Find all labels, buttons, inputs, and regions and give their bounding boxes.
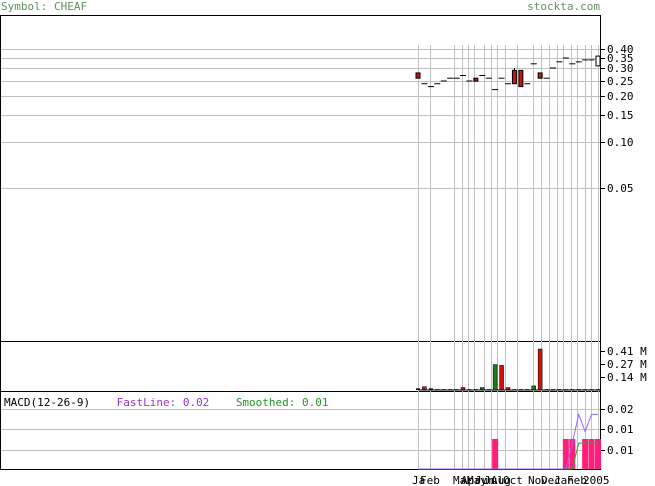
x-axis-label: 2005 <box>583 474 610 486</box>
candle-body <box>415 72 421 79</box>
symbol-label: Symbol: CHEAF <box>1 0 88 13</box>
macd-legend-smoothed: Smoothed: 0.01 <box>235 396 329 409</box>
macd-legend-fast: FastLine: 0.02 <box>116 396 210 409</box>
macd-axis: 0.02 0.01 0.01 <box>600 403 634 457</box>
volume-tick-label: 0.27 M <box>607 358 647 371</box>
volume-bar <box>531 385 536 391</box>
volume-bar <box>492 364 498 391</box>
macd-panel-frame <box>0 391 601 470</box>
price-tick-label: 0.05 <box>607 182 634 195</box>
price-tick-label: 0.20 <box>607 90 634 103</box>
macd-fast-line <box>418 412 598 470</box>
candle-body <box>595 55 601 67</box>
grid-lines <box>1 45 600 469</box>
x-axis-label: Nov <box>528 474 548 486</box>
x-axis-label: Apr <box>461 474 481 486</box>
macd-legend-title: MACD(12-26-9) <box>4 396 91 409</box>
volume-tick-label: 0.41 M <box>607 345 647 358</box>
macd-line-series <box>418 412 598 470</box>
volume-bar <box>428 388 433 390</box>
price-tick-label: 0.40 <box>607 43 634 56</box>
candlestick-series <box>415 55 601 91</box>
macd-histogram-bar <box>569 439 576 469</box>
macd-histogram-series <box>492 439 601 469</box>
x-axis-label: Oct <box>503 474 523 486</box>
x-axis-label: May <box>467 474 487 486</box>
price-tick-label: 0.25 <box>607 75 634 88</box>
volume-series <box>416 348 600 391</box>
candle-body <box>537 72 543 79</box>
macd-tick-label: 0.01 <box>607 423 634 436</box>
macd-histogram-bar <box>588 439 595 469</box>
macd-tick-label: 0.02 <box>607 403 634 416</box>
x-axis-label: Feb <box>567 474 587 486</box>
volume-bar <box>416 388 420 390</box>
price-tick-label: 0.30 <box>607 62 634 75</box>
candle-body <box>511 69 517 85</box>
x-axis-label: Dec <box>541 474 561 486</box>
macd-tick-label: 0.01 <box>607 444 634 457</box>
macd-histogram-bar <box>562 439 569 469</box>
price-tick-label: 0.15 <box>607 109 634 122</box>
x-axis-label: Feb <box>420 474 440 486</box>
site-label: stockta.com <box>527 0 600 13</box>
volume-tick-label: 0.14 M <box>607 371 647 384</box>
volume-bar <box>499 365 504 391</box>
x-axis-label: Ja <box>412 474 425 486</box>
volume-axis: 0.41 M0.27 M0.14 M <box>600 345 647 384</box>
x-axis-label: Mar <box>453 474 473 486</box>
volume-bar <box>537 348 543 391</box>
macd-histogram-bar <box>582 439 589 469</box>
macd-legend: MACD(12-26-9) FastLine: 0.02 Smoothed: 0… <box>4 396 329 409</box>
x-axis-label: Jan <box>554 474 574 486</box>
x-axis-label: Jun <box>475 474 495 486</box>
candle-body <box>518 69 524 88</box>
volume-panel-frame <box>0 341 601 392</box>
price-tick-label: 0.10 <box>607 136 634 149</box>
candle-body <box>473 77 479 82</box>
x-axis-label: Aug <box>491 474 511 486</box>
macd-histogram-bar <box>492 439 499 469</box>
price-tick-label: 0.35 <box>607 52 634 65</box>
macd-histogram-bar <box>595 439 601 469</box>
x-axis-label: Jul <box>484 474 504 486</box>
price-panel-frame <box>0 15 601 342</box>
price-axis: 0.400.350.300.25 0.20 0.15 0.10 0.05 <box>600 43 634 195</box>
